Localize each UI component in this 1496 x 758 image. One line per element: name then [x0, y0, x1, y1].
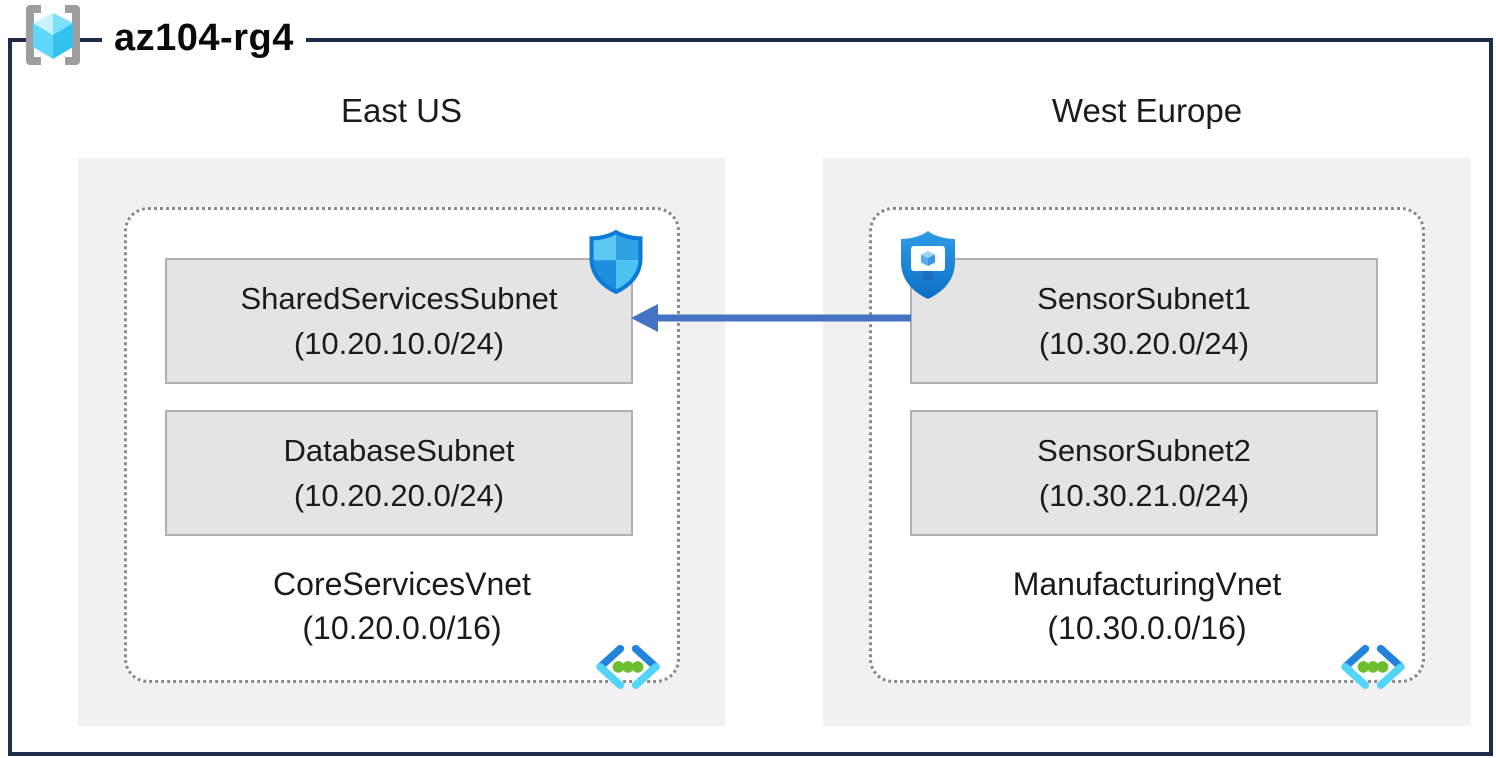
nsg-shield-icon [587, 228, 645, 301]
subnet-cidr: (10.20.20.0/24) [293, 478, 505, 513]
subnet-box-sharedservices: SharedServicesSubnet (10.20.10.0/24) [165, 258, 633, 384]
resource-group-title: az104-rg4 [102, 7, 306, 68]
subnet-box-sensor1: SensorSubnet1 (10.30.20.0/24) [910, 258, 1378, 384]
subnet-name: SensorSubnet2 [1037, 433, 1251, 468]
resource-group-frame [8, 38, 1493, 756]
subnet-box-sensor2: SensorSubnet2 (10.30.21.0/24) [910, 410, 1378, 536]
subnet-box-database: DatabaseSubnet (10.20.20.0/24) [165, 410, 633, 536]
subnet-name: DatabaseSubnet [283, 433, 515, 468]
region-box-west-europe: SensorSubnet1 (10.30.20.0/24) SensorSubn… [823, 158, 1471, 726]
peering-arrow [631, 304, 911, 332]
vnet-label-manufacturing: ManufacturingVnet (10.30.0.0/16) [872, 562, 1422, 650]
virtual-network-icon [1336, 641, 1410, 694]
vnet-name: CoreServicesVnet [273, 566, 531, 602]
resource-group-header: az104-rg4 [14, 4, 306, 71]
virtual-network-icon [591, 641, 665, 694]
resource-group-icon [14, 4, 92, 71]
subnet-cidr: (10.30.20.0/24) [1038, 326, 1250, 361]
subnet-name: SharedServicesSubnet [240, 281, 558, 316]
vnet-cidr: (10.20.0.0/16) [302, 610, 502, 646]
vnet-boundary-manufacturing: SensorSubnet1 (10.30.20.0/24) SensorSubn… [869, 207, 1425, 689]
region-label-west-europe: West Europe [1051, 92, 1243, 129]
subnet-cidr: (10.30.21.0/24) [1038, 478, 1250, 513]
subnet-name: SensorSubnet1 [1037, 281, 1251, 316]
vnet-name: ManufacturingVnet [1012, 566, 1282, 602]
vnet-label-coreservices: CoreServicesVnet (10.20.0.0/16) [127, 562, 677, 650]
region-label-east-us: East US [340, 92, 463, 129]
shield-monitor-icon [896, 228, 960, 307]
vnet-cidr: (10.30.0.0/16) [1047, 610, 1247, 646]
vnet-boundary-coreservices: SharedServicesSubnet (10.20.10.0/24) Dat… [124, 207, 680, 689]
subnet-cidr: (10.20.10.0/24) [293, 326, 505, 361]
